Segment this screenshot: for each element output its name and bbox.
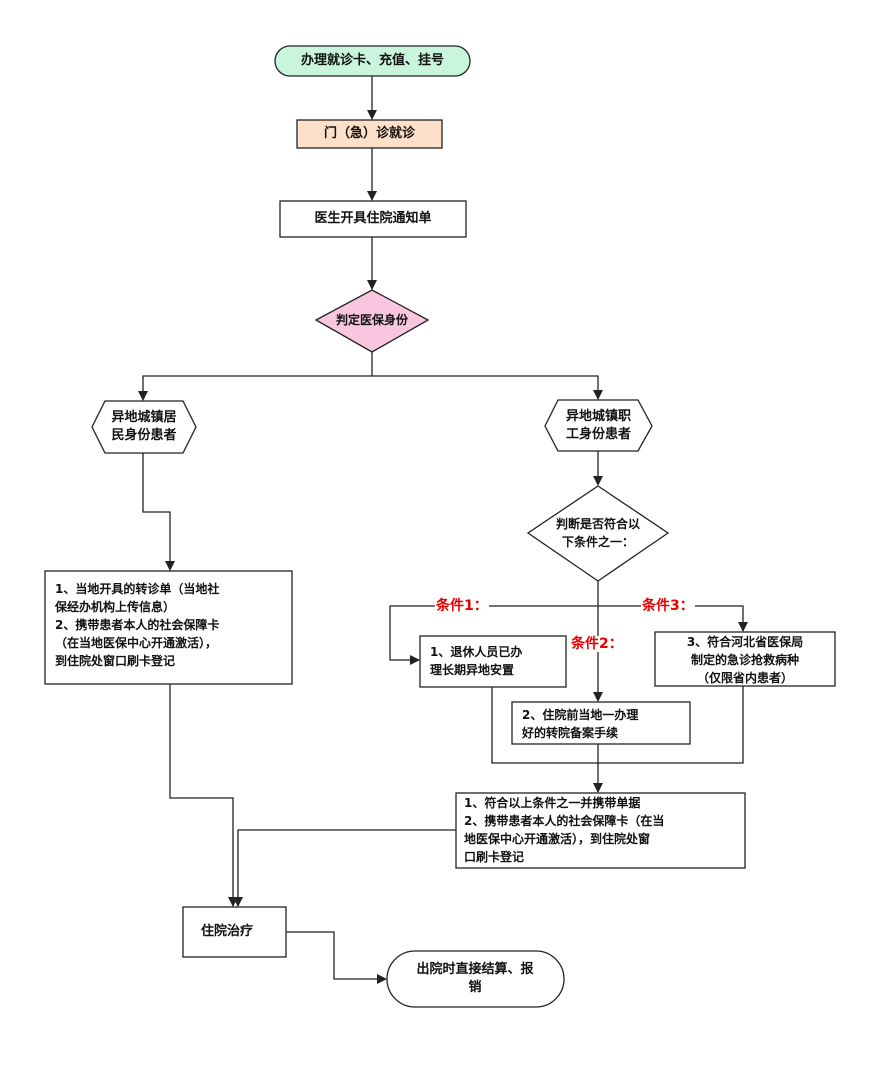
resident-step-line: 2、携带患者本人的社会保障卡 — [55, 618, 220, 632]
employee-label: 异地城镇职 工身份患者 — [545, 408, 652, 444]
condition2-label: 条件2： — [570, 636, 624, 652]
condition3-line: 3、符合河北省医保局 — [686, 635, 804, 649]
condition2-line: 2、住院前当地一办理 — [522, 708, 639, 722]
connector-condition1 — [389, 605, 598, 665]
notice-box — [279, 200, 467, 238]
end-label-line2: 销 — [468, 980, 482, 995]
resident-step-line: 保经办机构上传信息） — [55, 600, 176, 614]
condition2-line: 好的转院备案手续 — [522, 726, 619, 740]
resident-step-line: 1、当地开具的转诊单（当地社 — [55, 582, 220, 596]
resident-step-line: 到住院处窗口刷卡登记 — [55, 654, 176, 668]
employee-hexagon — [544, 399, 653, 452]
condition3-label: 条件3： — [641, 598, 695, 614]
resident-hexagon — [91, 400, 197, 454]
resident-label: 异地城镇居 民身份患者 — [92, 409, 196, 445]
connector-split-employee — [372, 375, 603, 400]
start-label: 办理就诊卡、充值、挂号 — [300, 53, 444, 68]
end-label-line1: 出院时直接结算、报 — [416, 962, 534, 977]
employee-step-line: 地医保中心开通激活），到住院处窗 — [464, 832, 651, 846]
condition1-text: 1、退休人员已办 理长期异地安置 — [430, 643, 564, 679]
notice-label: 医生开具住院通知单 — [314, 211, 432, 226]
end-terminal — [386, 950, 565, 1008]
condition2-box — [511, 701, 691, 745]
connector-condition3-merge — [598, 686, 744, 764]
condition1-label: 条件1： — [435, 598, 489, 614]
connector-condition1-merge — [491, 687, 598, 764]
connector-resident-hospital — [169, 684, 238, 907]
resident-steps-box — [44, 570, 293, 685]
connector-resident-steps — [142, 453, 175, 571]
condition1-box — [419, 635, 567, 688]
resident-steps-text: 1、当地开具的转诊单（当地社 保经办机构上传信息） 2、携带患者本人的社会保障卡… — [55, 580, 290, 670]
connector-hospital-end — [286, 931, 387, 984]
resident-label-line2: 民身份患者 — [111, 428, 177, 443]
condition1-line: 1、退休人员已办 — [430, 645, 523, 659]
resident-step-line: （在当地医保中心开通激活）， — [55, 636, 218, 650]
end-label: 出院时直接结算、报 销 — [395, 961, 555, 997]
connector-split-resident — [138, 375, 372, 401]
employee-step-line: 2、携带患者本人的社会保障卡（在当 — [464, 814, 665, 828]
outpatient-label: 门（急）诊就诊 — [323, 126, 415, 141]
condition1-line: 理长期异地安置 — [430, 663, 515, 677]
condition3-line: （仅限省内患者） — [696, 671, 793, 685]
hospitalization-label: 住院治疗 — [201, 924, 254, 939]
employee-steps-text: 1、符合以上条件之一并携带单据 2、携带患者本人的社会保障卡（在当 地医保中心开… — [464, 794, 744, 866]
connector-employee-hospital — [233, 829, 456, 907]
condition3-box — [654, 631, 836, 687]
insurance-decision-label: 判定医保身份 — [335, 313, 408, 327]
condition-decision-line2: 下条件之一： — [561, 535, 634, 549]
employee-label-line1: 异地城镇职 — [565, 409, 631, 424]
hospitalization-box — [182, 906, 287, 958]
employee-step-line: 口刷卡登记 — [464, 850, 525, 864]
condition2-text: 2、住院前当地一办理 好的转院备案手续 — [522, 706, 688, 742]
employee-step-line: 1、符合以上条件之一并携带单据 — [464, 796, 641, 810]
condition3-text: 3、符合河北省医保局 制定的急诊抢救病种 （仅限省内患者） — [655, 633, 835, 687]
employee-steps-box — [455, 792, 746, 869]
outpatient-box — [296, 119, 443, 149]
resident-label-line1: 异地城镇居 — [111, 410, 177, 425]
condition-decision-label: 判断是否符合以 下条件之一： — [528, 515, 668, 551]
employee-label-line2: 工身份患者 — [565, 427, 631, 442]
condition3-line: 制定的急诊抢救病种 — [690, 653, 799, 667]
condition-decision-line1: 判断是否符合以 — [555, 517, 640, 531]
